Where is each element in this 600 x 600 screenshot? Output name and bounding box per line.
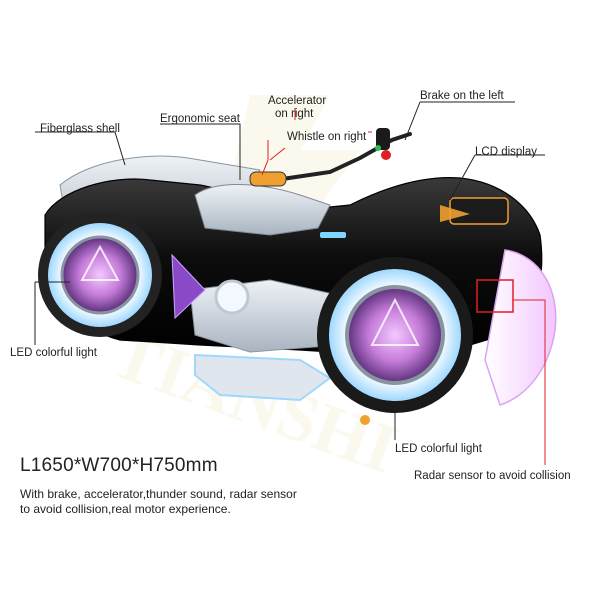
ergonomic-seat [194, 184, 331, 236]
label-led-right: LED colorful light [395, 443, 482, 455]
handlebar [249, 128, 412, 187]
footboard [194, 353, 332, 402]
label-whistle: Whistle on right [287, 131, 367, 143]
label-lcd-display: LCD display [475, 146, 537, 158]
label-radar-sensor: Radar sensor to avoid collision [414, 470, 571, 482]
label-brake: Brake on the left [420, 90, 504, 102]
label-ergonomic-seat: Ergonomic seat [160, 113, 240, 125]
label-accelerator: Accelerator [268, 95, 327, 107]
label-fiberglass-shell: Fiberglass shell [40, 123, 120, 135]
front-cowl [484, 249, 557, 406]
label-accelerator-side: on right [275, 108, 314, 120]
accent-light [320, 232, 346, 238]
caster-wheel [360, 415, 370, 425]
purple-triangle-light [171, 253, 206, 320]
headlight [214, 279, 250, 315]
description-line-1: With brake, accelerator,thunder sound, r… [20, 487, 297, 501]
rear-wheel [38, 213, 162, 337]
label-led-left: LED colorful light [10, 347, 97, 359]
product-description: With brake, accelerator,thunder sound, r… [20, 487, 400, 517]
description-line-2: to avoid collision,real motor experience… [20, 502, 231, 516]
radar-sensor-marker [476, 279, 514, 313]
front-wheel [317, 257, 473, 413]
leader-lines [34, 101, 546, 465]
dimensions-text: L1650*W700*H750mm [20, 455, 218, 476]
